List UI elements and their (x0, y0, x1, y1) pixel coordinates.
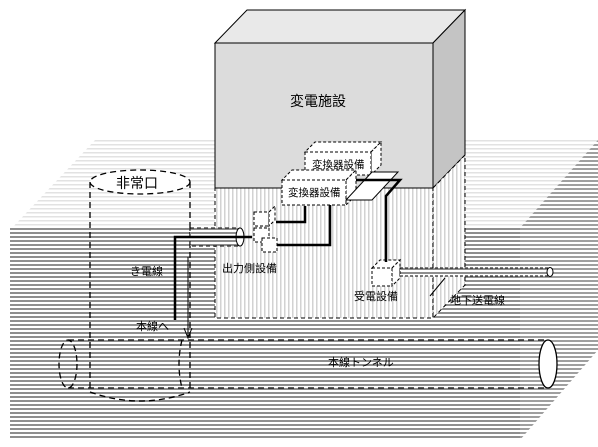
building-basement (215, 188, 433, 318)
label-converter-2: 変換器設備 (288, 186, 341, 199)
main-tunnel-right-end (539, 340, 557, 388)
label-underground-cable: 地下送電線 (450, 293, 505, 307)
building-roof (215, 10, 465, 43)
label-feeder: き電線 (130, 264, 163, 278)
label-output-side: 出力側設備 (222, 261, 277, 275)
underground-cable-end (547, 268, 553, 277)
label-converter-1: 変換器設備 (312, 158, 365, 171)
label-substation: 変電施設 (290, 93, 346, 110)
receiving-box (372, 260, 400, 286)
underground-cable (400, 268, 550, 276)
label-to-main-line: 本線へ (136, 319, 169, 333)
label-receiving: 受電設備 (354, 289, 398, 303)
label-main-tunnel: 本線トンネル (328, 355, 394, 369)
label-emergency-exit: 非常口 (116, 176, 158, 192)
